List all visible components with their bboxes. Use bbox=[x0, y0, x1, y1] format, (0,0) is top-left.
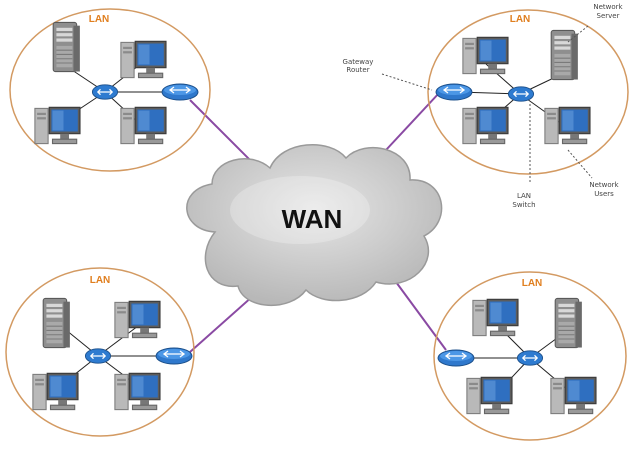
callout-line: LAN bbox=[517, 192, 531, 200]
lan-bottom-right: LAN bbox=[433, 271, 627, 441]
wan-cloud bbox=[186, 143, 443, 306]
router-icon bbox=[435, 83, 473, 101]
desktop-workstation-icon bbox=[544, 106, 591, 145]
server-tower-icon bbox=[550, 29, 579, 81]
desktop-workstation-icon bbox=[32, 372, 79, 411]
desktop-workstation-icon bbox=[114, 372, 161, 411]
callout-line: Gateway bbox=[343, 58, 374, 66]
lan-boundary bbox=[9, 8, 211, 172]
router-icon bbox=[155, 347, 193, 365]
lan-top-left: LAN bbox=[9, 8, 211, 172]
lan-switch-icon bbox=[507, 86, 535, 102]
desktop-workstation-icon bbox=[120, 40, 167, 79]
lan-boundary bbox=[5, 267, 195, 437]
lan-label: LAN bbox=[522, 278, 543, 289]
callout-line: Network bbox=[593, 3, 623, 11]
callout-lan-switch: LAN Switch bbox=[512, 192, 535, 209]
callout-gateway-router: Gateway Router bbox=[343, 58, 374, 74]
lan-label: LAN bbox=[90, 275, 111, 286]
callout-network-server: Network Server bbox=[593, 3, 623, 20]
callout-line: Users bbox=[594, 190, 614, 198]
desktop-workstation-icon bbox=[466, 376, 513, 415]
lan-label: LAN bbox=[89, 14, 110, 25]
lan-switch-icon bbox=[84, 348, 112, 364]
callout-line: Router bbox=[346, 66, 369, 74]
desktop-workstation-icon bbox=[462, 106, 509, 145]
callout-line: Network bbox=[589, 181, 619, 189]
desktop-workstation-icon bbox=[120, 106, 167, 145]
lan-switch-icon bbox=[91, 84, 119, 100]
lan-boundary bbox=[433, 271, 627, 441]
callout-line: Server bbox=[597, 12, 620, 20]
wan-label: WAN bbox=[282, 204, 343, 234]
server-tower-icon bbox=[52, 21, 81, 73]
callout-line: Switch bbox=[512, 201, 535, 209]
lan-top-right: LAN bbox=[381, 9, 629, 182]
router-icon bbox=[161, 83, 199, 101]
lan-bottom-left: LAN bbox=[5, 267, 195, 437]
desktop-workstation-icon bbox=[472, 298, 519, 337]
router-icon bbox=[437, 349, 475, 367]
server-tower-icon bbox=[554, 297, 583, 349]
callout-network-users: Network Users bbox=[589, 181, 619, 198]
lan-switch-icon bbox=[516, 350, 544, 366]
lan-label: LAN bbox=[510, 14, 531, 25]
server-tower-icon bbox=[42, 297, 71, 349]
desktop-workstation-icon bbox=[114, 300, 161, 339]
desktop-workstation-icon bbox=[462, 36, 509, 75]
lan-boundary bbox=[427, 9, 629, 175]
desktop-workstation-icon bbox=[34, 106, 81, 145]
desktop-workstation-icon bbox=[550, 376, 597, 415]
wan-link-top-right bbox=[385, 91, 441, 151]
wan-link-bottom-right bbox=[395, 281, 447, 351]
